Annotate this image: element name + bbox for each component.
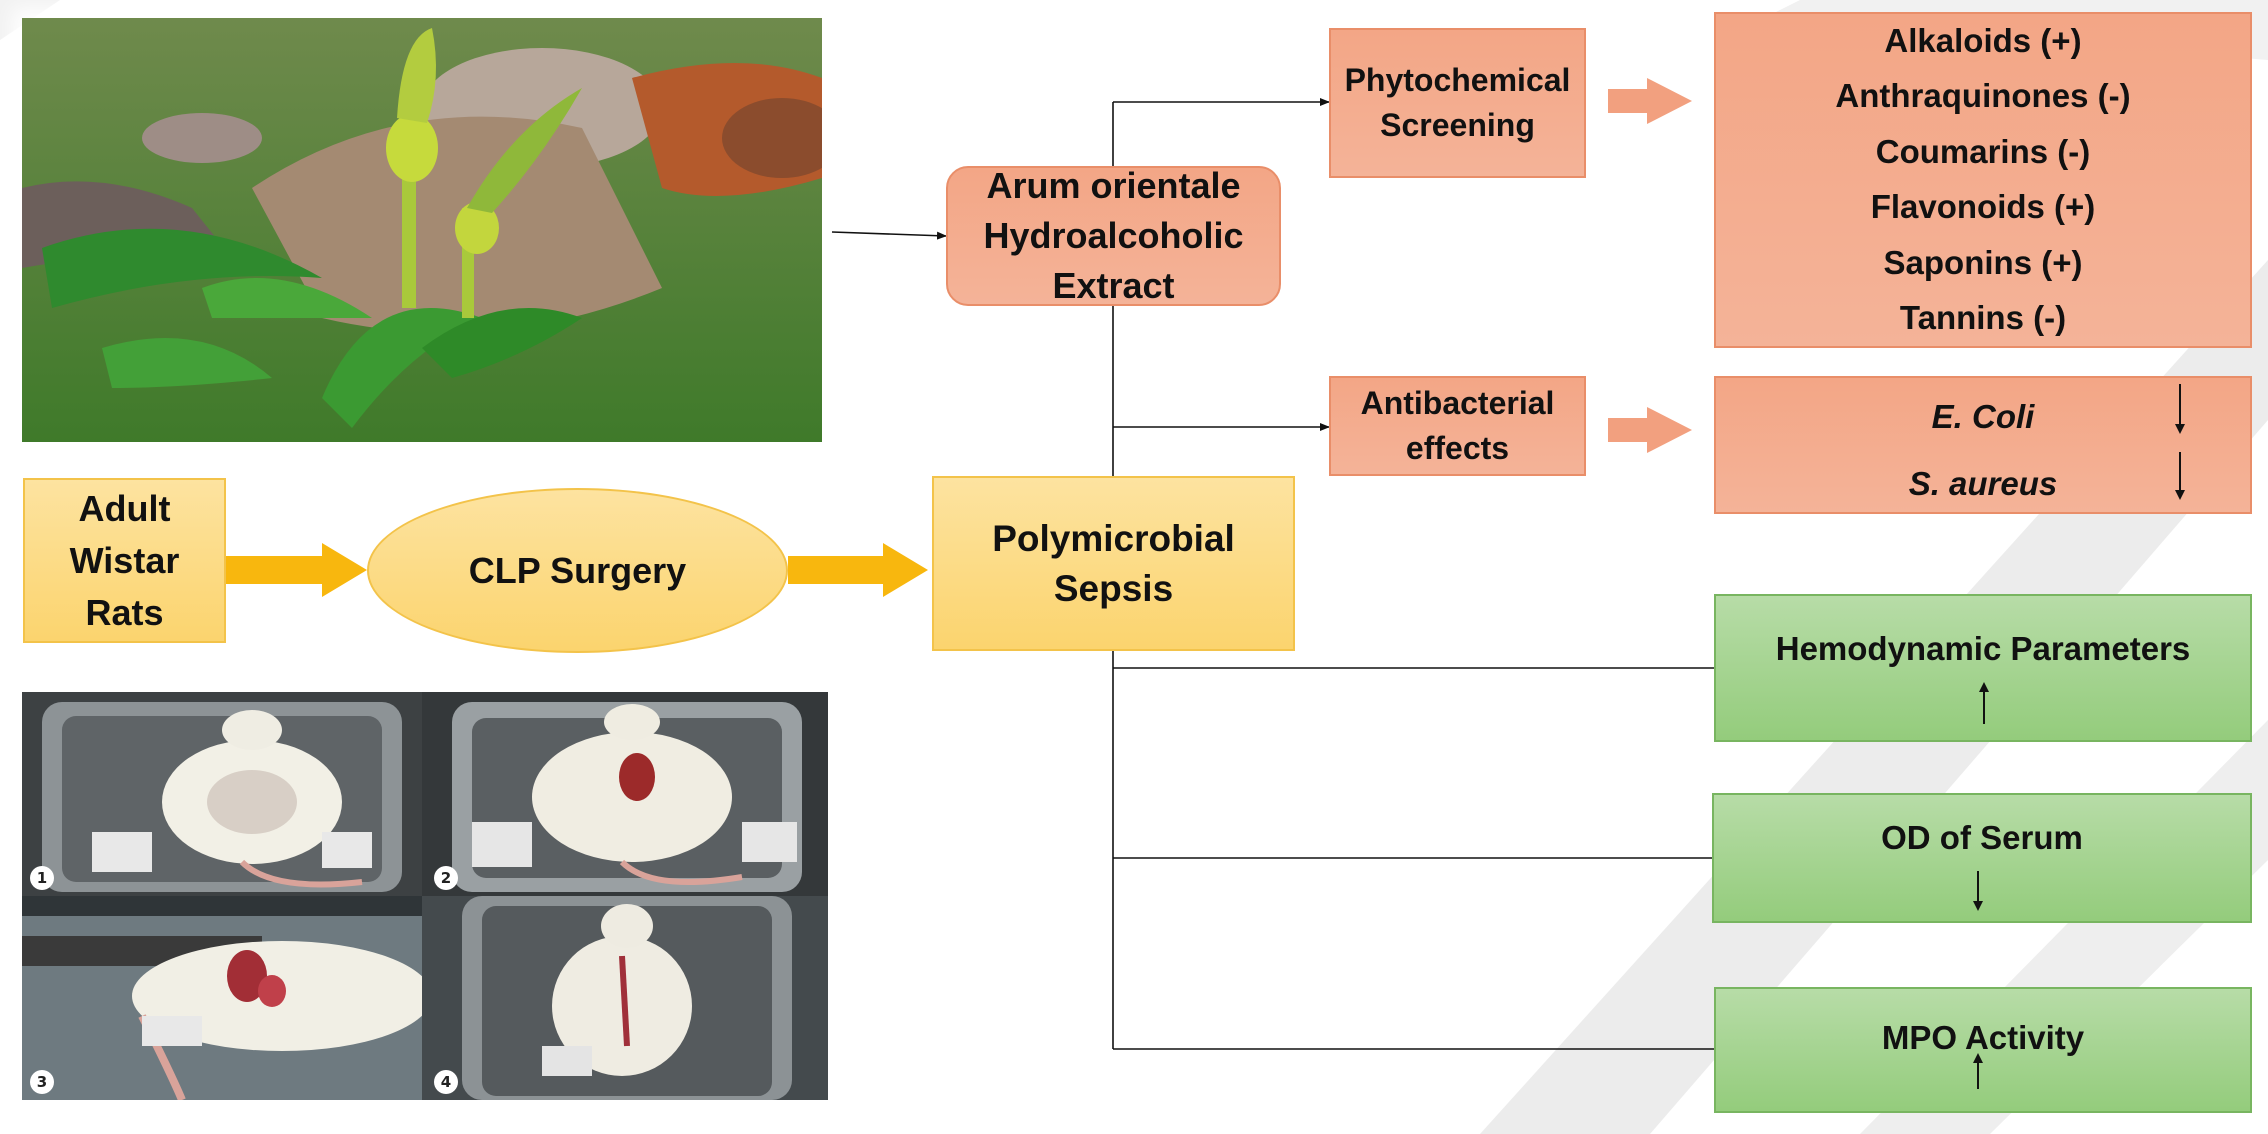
hemodynamic-parameters-label: Hemodynamic Parameters (1775, 630, 2191, 667)
adult-wistar-rats-box: Adult Wistar Rats (23, 478, 226, 643)
rat-cecum-exposed-icon (22, 896, 422, 1100)
rat-sutured-icon (422, 896, 828, 1100)
mpo-activity-box: MPO Activity (1714, 987, 2252, 1113)
mpo-activity-label: MPO Activity (1881, 1019, 2085, 1056)
antibacterial-trend-arrows (2175, 384, 2185, 500)
polymicrobial-sepsis-label: Polymicrobial Sepsis (992, 517, 1235, 609)
phyto-results-box: Alkaloids (+) Anthraquinones (-) Coumari… (1714, 12, 2252, 348)
phytochemical-screening-label: Phytochemical Screening (1344, 62, 1571, 143)
surgery-photos: 1 2 3 (22, 692, 828, 1100)
antibacterial-effects-box: Antibacterial effects (1329, 376, 1586, 476)
photo-label-1: 1 (30, 866, 54, 890)
result-tannins: Tannins (-) (1899, 299, 2067, 336)
plant-to-extract-arrow (831, 231, 947, 240)
arum-extract-label: Arum orientale Hydroalcoholic Extract (983, 165, 1244, 306)
rat-incision-icon (422, 692, 828, 896)
result-flavonoids: Flavonoids (+) (1870, 188, 2096, 225)
adult-wistar-rats-label: Adult Wistar Rats (69, 487, 180, 633)
photo-label-3: 3 (30, 1070, 54, 1094)
clp-surgery-ellipse: CLP Surgery (367, 488, 788, 653)
od-serum-down-arrow-icon (1973, 871, 1983, 911)
result-e-coli: E. Coli (1931, 398, 2035, 435)
polymicrobial-sepsis-box: Polymicrobial Sepsis (932, 476, 1295, 651)
antibacterial-results-box: E. Coli S. aureus (1714, 376, 2252, 514)
surgery-photo-1: 1 (22, 692, 422, 896)
rat-on-tray-icon (22, 692, 422, 896)
antibacterial-effects-label: Antibacterial effects (1360, 385, 1555, 466)
result-alkaloids: Alkaloids (+) (1884, 22, 2082, 59)
arum-plant-photo-icon (22, 18, 822, 442)
photo-label-4: 4 (434, 1070, 458, 1094)
surgery-photo-3: 3 (22, 896, 422, 1100)
result-anthraquinones: Anthraquinones (-) (1835, 77, 2131, 114)
arum-extract-box: Arum orientale Hydroalcoholic Extract (946, 165, 1281, 306)
result-saponins: Saponins (+) (1883, 244, 2083, 281)
phyto-to-results-arrow (1608, 78, 1692, 124)
od-serum-label: OD of Serum (1881, 819, 2083, 856)
hemodynamic-parameters-box: Hemodynamic Parameters (1714, 594, 2252, 742)
od-serum-box: OD of Serum (1712, 793, 2252, 923)
rats-to-clp-arrow (226, 543, 367, 597)
result-coumarins: Coumarins (-) (1875, 133, 2091, 170)
clp-surgery-label: CLP Surgery (468, 549, 687, 591)
antibacterial-to-results-arrow (1608, 407, 1692, 453)
hemodynamic-up-arrow-icon (1979, 682, 1989, 724)
phytochemical-screening-box: Phytochemical Screening (1329, 28, 1586, 178)
arum-plant-photo (22, 18, 822, 442)
surgery-photo-2: 2 (422, 692, 828, 896)
surgery-photo-4: 4 (422, 896, 828, 1100)
mpo-up-arrow-icon (1973, 1053, 1983, 1089)
photo-label-2: 2 (434, 866, 458, 890)
result-s-aureus: S. aureus (1908, 465, 2058, 502)
clp-to-sepsis-arrow (788, 543, 928, 597)
